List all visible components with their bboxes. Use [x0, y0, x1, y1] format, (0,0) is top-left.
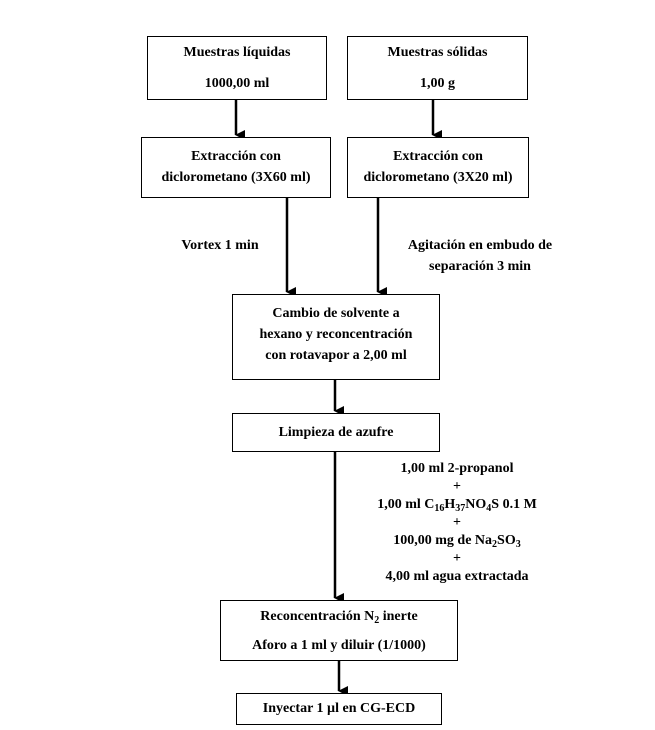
liquid-samples-title: Muestras líquidas: [183, 45, 291, 60]
reagent-sodium-sulfite: 100,00 mg de Na2SO3: [393, 533, 521, 550]
liquid-samples-amount: 1000,00 ml: [204, 76, 270, 91]
solvent-change-line3: con rotavapor a 2,00 ml: [265, 348, 407, 363]
reconcentration-box: Reconcentración N2 inerte Aforo a 1 ml y…: [220, 600, 458, 661]
extraction-liquid-box: Extracción con diclorometano (3X60 ml): [141, 137, 331, 198]
liquid-samples-box: Muestras líquidas 1000,00 ml: [147, 36, 327, 100]
agitation-line2: separación 3 min: [429, 259, 531, 274]
sulfur-cleanup-label: Limpieza de azufre: [278, 425, 394, 440]
reagent-sulfite-compound: 1,00 ml C16H37NO4S 0.1 M: [377, 497, 537, 514]
extraction-solid-box: Extracción con diclorometano (3X20 ml): [347, 137, 529, 198]
inject-label: Inyectar 1 µl en CG-ECD: [262, 701, 416, 716]
plus-sign-2: +: [453, 515, 461, 530]
extraction-solid-line2: diclorometano (3X20 ml): [363, 170, 513, 185]
solid-samples-amount: 1,00 g: [420, 76, 455, 91]
reagents-list: 1,00 ml 2-propanol + 1,00 ml C16H37NO4S …: [342, 460, 572, 586]
extraction-solid-line1: Extracción con: [393, 149, 483, 164]
solid-samples-box: Muestras sólidas 1,00 g: [347, 36, 528, 100]
solvent-change-line2: hexano y reconcentración: [259, 327, 413, 342]
extraction-liquid-line2: diclorometano (3X60 ml): [161, 170, 311, 185]
agitation-line1: Agitación en embudo de: [407, 238, 553, 253]
sulfur-cleanup-box: Limpieza de azufre: [232, 413, 440, 452]
vortex-label: Vortex 1 min: [181, 238, 259, 253]
extraction-liquid-line1: Extracción con: [191, 149, 281, 164]
plus-sign-1: +: [453, 479, 461, 494]
reconcentration-line2: Aforo a 1 ml y diluir (1/1000): [252, 638, 426, 653]
plus-sign-3: +: [453, 551, 461, 566]
solid-samples-title: Muestras sólidas: [387, 45, 488, 60]
reconcentration-line1: Reconcentración N2 inerte: [260, 609, 418, 626]
solvent-change-box: Cambio de solvente a hexano y reconcentr…: [232, 294, 440, 380]
reagent-propanol: 1,00 ml 2-propanol: [400, 461, 514, 476]
solvent-change-line1: Cambio de solvente a: [272, 306, 400, 321]
agitation-label: Agitación en embudo de separación 3 min: [385, 235, 575, 277]
reagent-water: 4,00 ml agua extractada: [385, 569, 529, 584]
inject-box: Inyectar 1 µl en CG-ECD: [236, 693, 442, 725]
